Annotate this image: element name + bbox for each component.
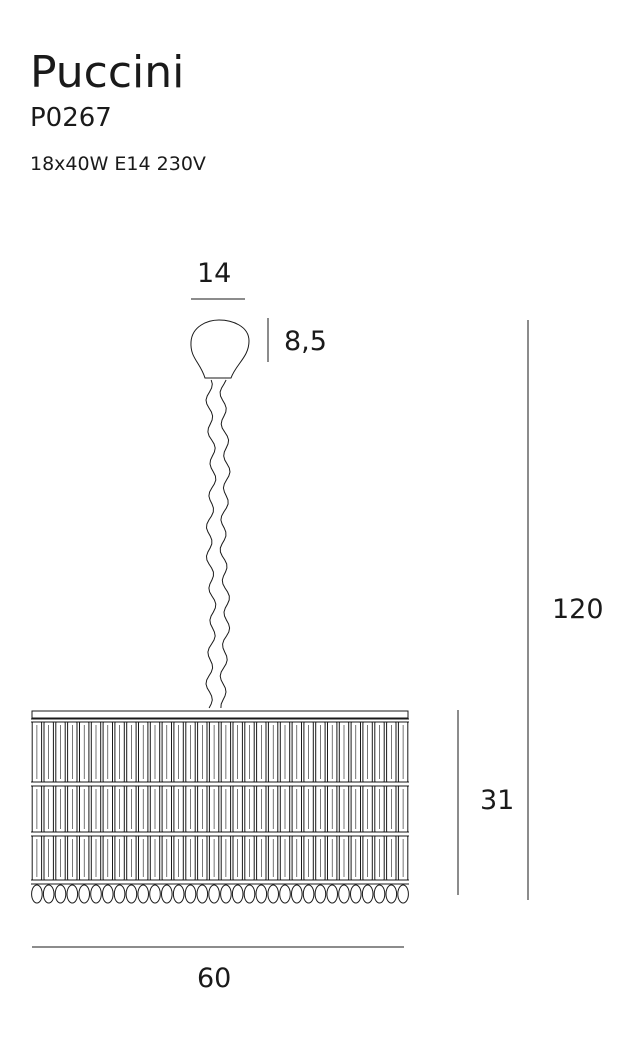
crystal-drop	[231, 884, 244, 904]
crystal-drop	[90, 884, 102, 904]
crystal-drop	[113, 884, 126, 904]
crystal-drop	[255, 884, 268, 904]
crystal-drop	[172, 884, 185, 904]
chain	[205, 379, 231, 709]
shade-height-label: 31	[480, 785, 515, 816]
canopy-diameter-label: 14	[197, 258, 232, 289]
crystal-drop	[361, 884, 374, 904]
crystal-drop	[338, 884, 350, 904]
product-spec: 18x40W E14 230V	[30, 153, 206, 175]
crystal-drop	[302, 884, 315, 904]
crystal-drop	[31, 884, 43, 904]
shade-top-ring	[31, 710, 409, 719]
product-name: Puccini	[30, 47, 185, 98]
crystal-drop	[42, 884, 55, 904]
crystal-drop	[196, 884, 209, 904]
total-height-label: 120	[552, 594, 604, 625]
crystal-drop	[208, 884, 220, 904]
crystal-drop	[397, 884, 409, 904]
chain-strand-left	[205, 379, 217, 709]
crystal-drop	[350, 884, 362, 904]
product-code: P0267	[30, 103, 112, 133]
crystal-drop	[243, 884, 256, 904]
crystal-drop	[184, 884, 197, 904]
crystal-drop	[279, 884, 291, 904]
crystal-drop	[137, 884, 149, 904]
crystal-drop	[291, 884, 303, 904]
crystal-drop	[267, 884, 280, 904]
crystal-drop	[326, 884, 339, 904]
canopy	[190, 319, 250, 379]
shade-diameter-label: 60	[197, 963, 232, 994]
crystal-drop	[385, 884, 398, 904]
crystal-drop	[373, 884, 386, 904]
crystal-drop	[78, 884, 90, 904]
crystal-drop	[102, 884, 114, 904]
crystal-drop	[54, 884, 67, 904]
canopy-height-label: 8,5	[284, 326, 327, 357]
crystal-drop	[149, 884, 161, 904]
crystal-drop	[66, 884, 79, 904]
crystal-drop	[220, 884, 232, 904]
crystal-drop	[314, 884, 327, 904]
chain-strand-right	[219, 379, 231, 709]
crystal-drop	[125, 884, 138, 904]
crystal-drop	[161, 884, 173, 904]
crystal-shade	[31, 710, 409, 904]
